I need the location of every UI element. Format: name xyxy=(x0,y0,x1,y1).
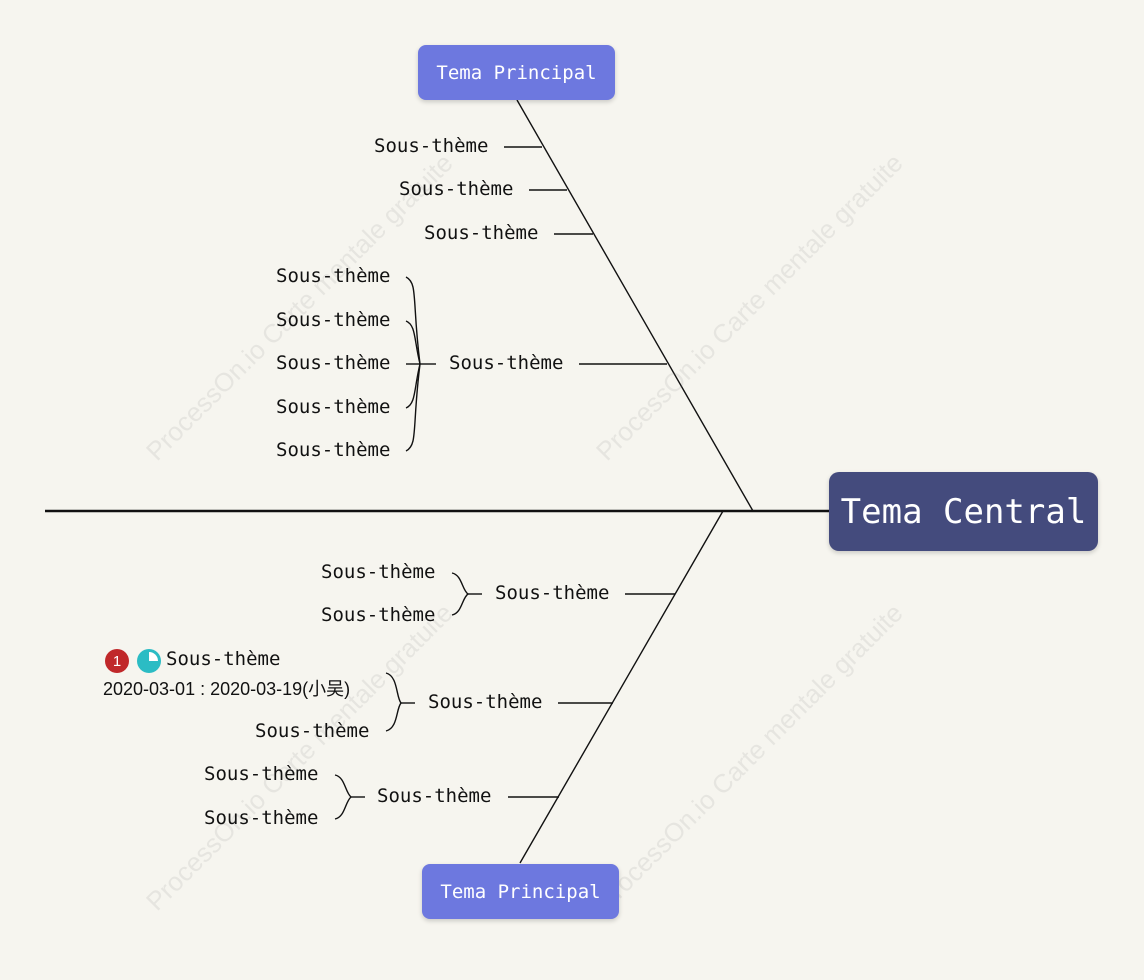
subtopic-label[interactable]: Sous-thème xyxy=(495,582,610,604)
central-topic[interactable]: Tema Central xyxy=(829,472,1098,551)
subtopic-child-label[interactable]: Sous-thème xyxy=(276,439,391,461)
subtopic-label[interactable]: Sous-thème xyxy=(449,352,564,374)
brace-curve xyxy=(405,276,421,365)
task-date-range: 2020-03-01 : 2020-03-19(小吴) xyxy=(103,679,351,699)
progress-quarter-icon xyxy=(137,649,161,673)
subtopic-child-label[interactable]: Sous-thème xyxy=(204,807,319,829)
subtopic-child-label[interactable]: Sous-thème xyxy=(321,604,436,626)
subtopic-child-label[interactable]: Sous-thème xyxy=(276,265,391,287)
subtopic-child-label[interactable]: Sous-thème xyxy=(276,396,391,418)
subtopic-label[interactable]: Sous-thème xyxy=(377,785,492,807)
brace-curve xyxy=(334,774,353,820)
subtopic-label[interactable]: Sous-thème xyxy=(424,222,539,244)
subtopic-child-label[interactable]: Sous-thème xyxy=(276,352,391,374)
subtopic-label[interactable]: Sous-thème xyxy=(399,178,514,200)
main-topic-bottom[interactable]: Tema Principal xyxy=(422,864,619,919)
brace-curve xyxy=(405,320,421,365)
subtopic-child-label[interactable]: Sous-thème xyxy=(321,561,436,583)
priority-badge: 1 xyxy=(105,649,129,673)
main-topic-top[interactable]: Tema Principal xyxy=(418,45,615,100)
top-bone-line xyxy=(516,99,754,512)
brace-curve xyxy=(405,363,421,452)
subtopic-child-label[interactable]: Sous-thème xyxy=(204,763,319,785)
subtopic-label[interactable]: Sous-thème xyxy=(428,691,543,713)
brace-curve xyxy=(451,572,470,616)
subtopic-child-label[interactable]: Sous-thème xyxy=(166,648,281,670)
subtopic-child-label[interactable]: Sous-thème xyxy=(276,309,391,331)
brace-curve xyxy=(385,672,402,732)
subtopic-label[interactable]: Sous-thème xyxy=(374,135,489,157)
subtopic-child-label[interactable]: Sous-thème xyxy=(255,720,370,742)
bottom-bone-line xyxy=(519,510,724,864)
